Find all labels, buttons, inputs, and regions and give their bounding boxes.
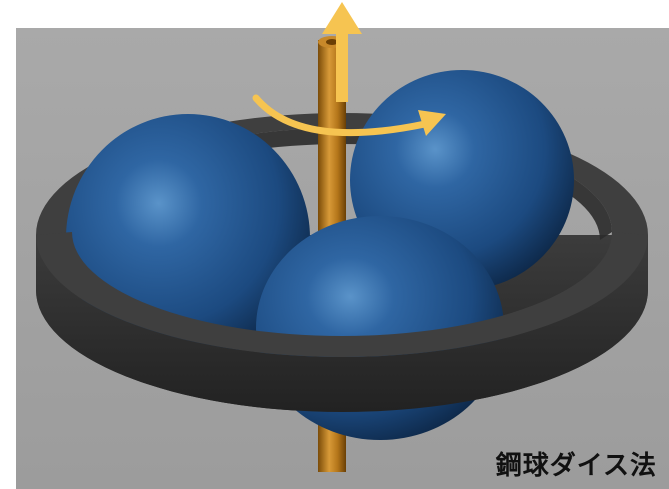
up-arrow-icon	[322, 2, 362, 102]
method-caption: 鋼球ダイス法	[495, 451, 657, 481]
ring-front-side	[36, 235, 648, 412]
rod-top-hole	[326, 39, 338, 45]
rotation-arrow-icon	[252, 94, 446, 137]
ring-front-lip	[36, 232, 648, 357]
